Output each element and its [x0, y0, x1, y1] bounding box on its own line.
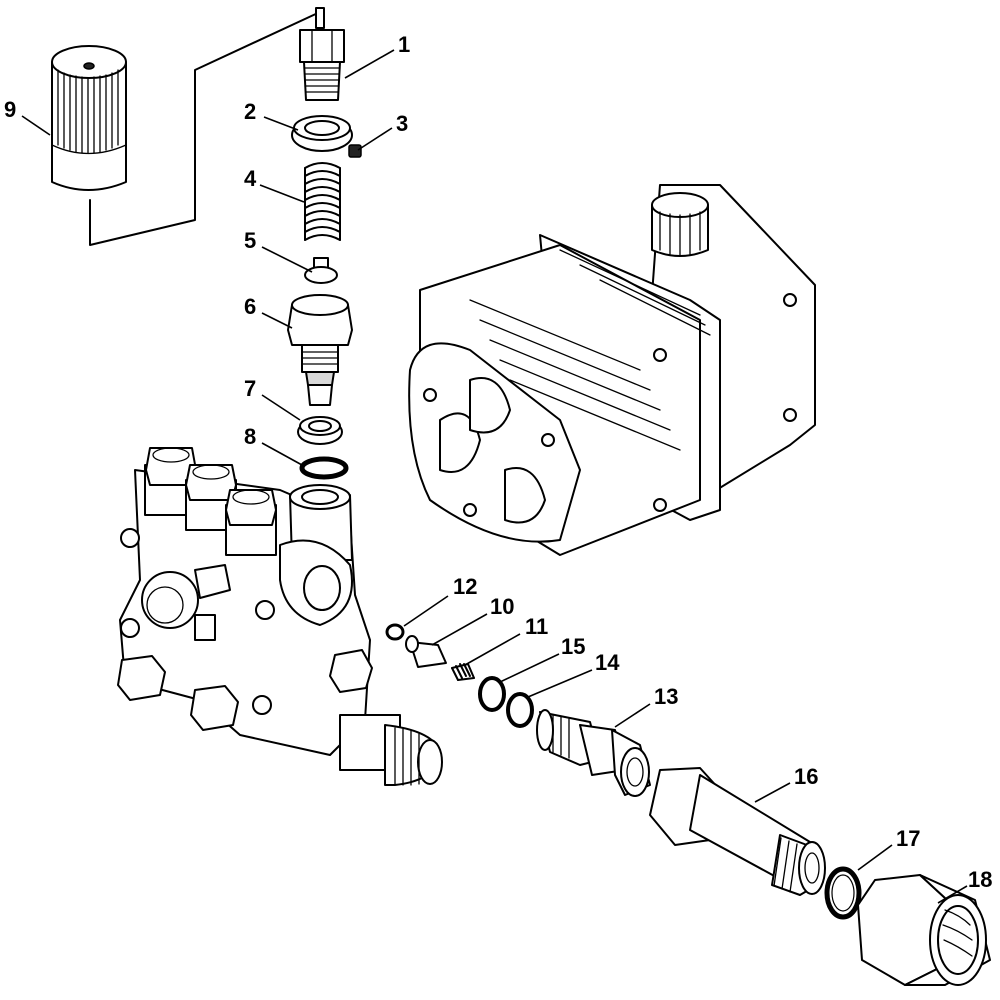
- callout-15: 15: [561, 634, 585, 659]
- part-14-o-ring: [506, 692, 534, 728]
- part-13-fitting: [536, 709, 651, 797]
- part-8-o-ring: [299, 456, 349, 480]
- callout-17: 17: [896, 826, 920, 851]
- callout-6: 6: [244, 294, 256, 319]
- callout-5: 5: [244, 228, 256, 253]
- part-3-set-screw: [348, 144, 362, 158]
- part-16-extension-pipe: [649, 767, 826, 896]
- part-2-nut: [291, 115, 353, 152]
- leader-lines: [21, 49, 968, 904]
- part-18-coupler-nut: [857, 874, 991, 986]
- part-15-o-ring: [478, 676, 506, 712]
- part-1-unloader-stem: [299, 7, 345, 101]
- part-10-injector: [405, 635, 447, 668]
- callout-14: 14: [595, 650, 620, 675]
- part-11-spring: [451, 663, 475, 681]
- callout-13: 13: [654, 684, 678, 709]
- part-7-seat: [297, 416, 343, 445]
- part-17-gasket-ring: [824, 866, 862, 920]
- callout-12: 12: [453, 574, 477, 599]
- callout-2: 2: [244, 99, 256, 124]
- part-4-spring: [304, 162, 341, 241]
- callout-16: 16: [794, 764, 818, 789]
- callout-9: 9: [4, 97, 16, 122]
- pump-crankcase-housing: [408, 184, 816, 556]
- callout-8: 8: [244, 424, 256, 449]
- callout-10: 10: [490, 594, 514, 619]
- part-9-adjustment-knob: [51, 45, 127, 191]
- part-12-small-o-ring: [385, 623, 405, 641]
- callout-1: 1: [398, 32, 410, 57]
- callout-7: 7: [244, 376, 256, 401]
- callout-4: 4: [244, 166, 257, 191]
- callout-11: 11: [525, 614, 548, 639]
- part-6-unloader-body: [287, 294, 353, 406]
- callout-18: 18: [968, 867, 992, 892]
- part-5-valve-pin: [304, 257, 338, 284]
- callout-3: 3: [396, 111, 408, 136]
- pump-manifold-head: [117, 447, 443, 786]
